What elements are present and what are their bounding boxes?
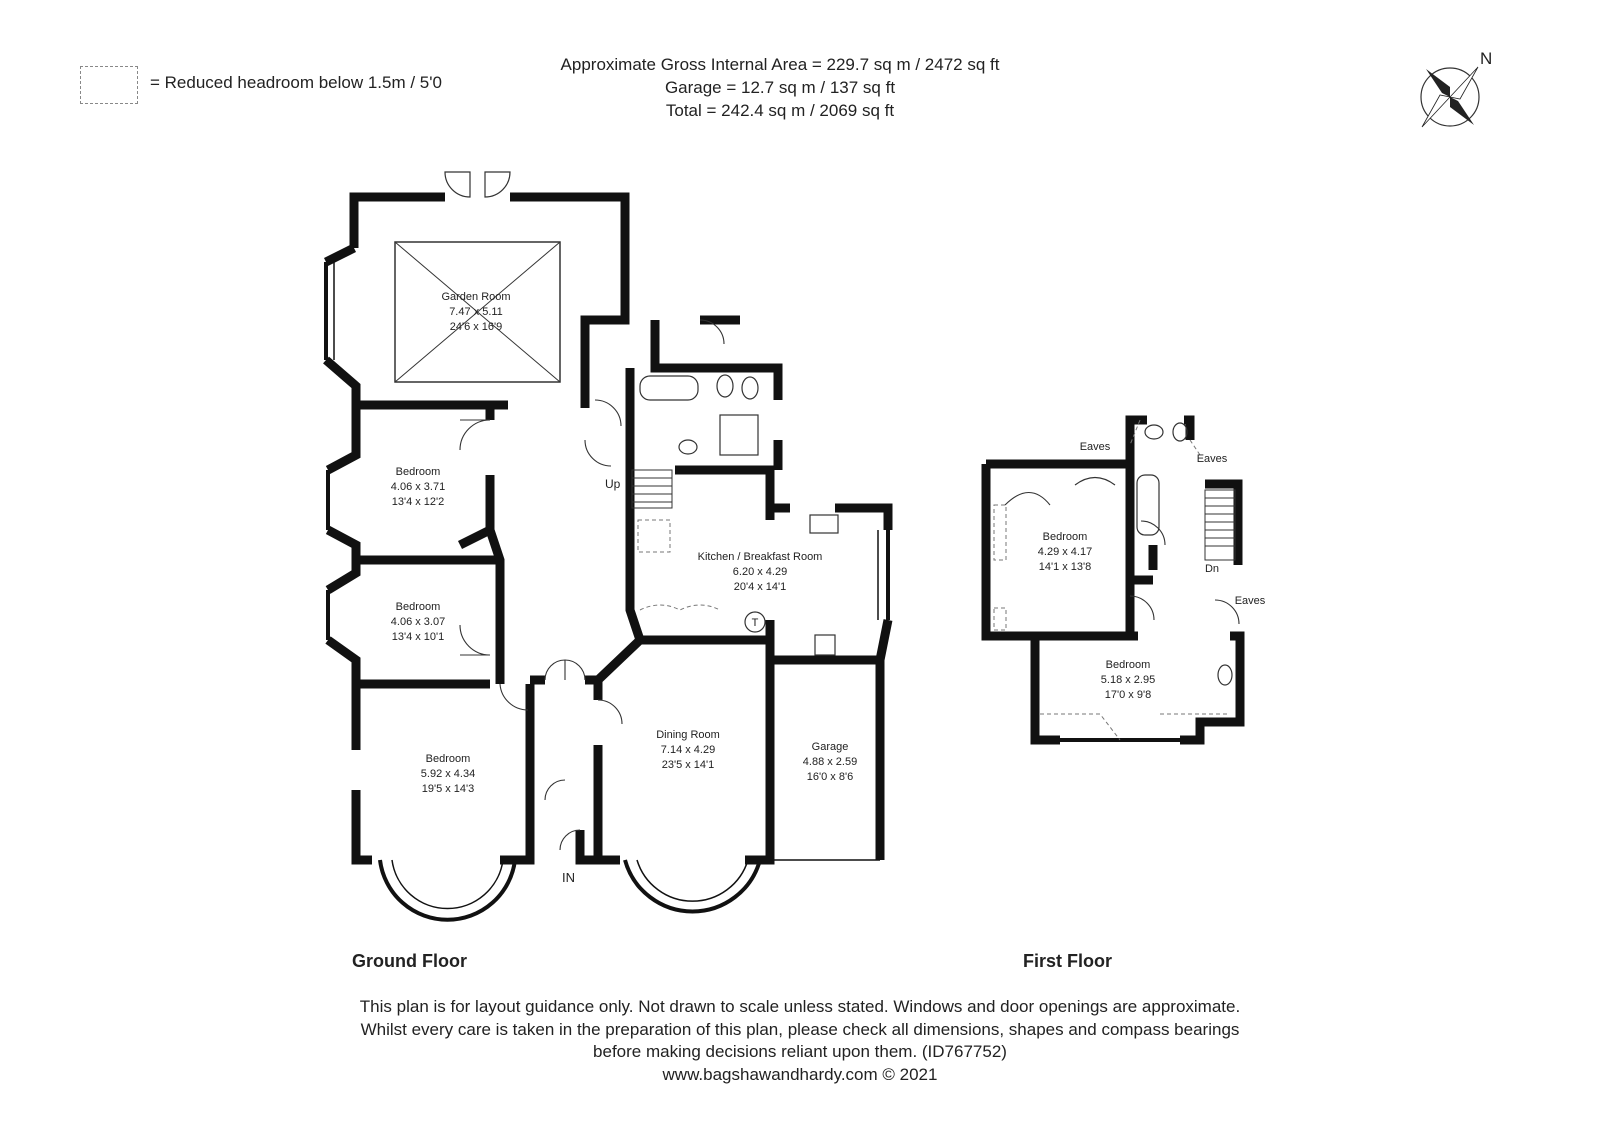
disclaimer-line-2: Whilst every care is taken in the prepar… [360, 1019, 1240, 1039]
garage-metric: 4.88 x 2.59 [803, 756, 857, 768]
first-bedroom-2-name: Bedroom [1106, 659, 1151, 671]
ground-floor-plan: T Garden Room 7.47 x 5.11 24'6 x 16'9 Be… [323, 171, 893, 922]
disclaimer: This plan is for layout guidance only. N… [200, 996, 1400, 1086]
stairs-down-label: Dn [1205, 563, 1219, 575]
bedroom-1-metric: 4.06 x 3.71 [391, 481, 445, 493]
first-bedroom-1-metric: 4.29 x 4.17 [1038, 546, 1092, 558]
stairs-up-label: Up [605, 477, 621, 491]
eaves-label-2: Eaves [1197, 453, 1228, 465]
bedroom-2-name: Bedroom [396, 601, 441, 613]
bedroom-3-imperial: 19'5 x 14'3 [422, 783, 475, 795]
disclaimer-line-3: before making decisions reliant upon the… [593, 1042, 1007, 1061]
first-bedroom-2-metric: 5.18 x 2.95 [1101, 674, 1155, 686]
garage-name: Garage [812, 741, 849, 753]
bedroom-1-name: Bedroom [396, 466, 441, 478]
reduced-headroom-legend-swatch [80, 66, 138, 104]
compass-rose-icon: N [1420, 49, 1492, 128]
dining-room-name: Dining Room [656, 729, 720, 741]
website-copyright: www.bagshawandhardy.com © 2021 [662, 1064, 938, 1084]
first-floor-title: First Floor [1023, 951, 1112, 971]
compass-north-label: N [1480, 49, 1492, 68]
bedroom-3-name: Bedroom [426, 753, 471, 765]
bedroom-2-metric: 4.06 x 3.07 [391, 616, 445, 628]
area-summary: Approximate Gross Internal Area = 229.7 … [500, 53, 1060, 122]
entrance-label: IN [562, 870, 575, 885]
first-bedroom-1-imperial: 14'1 x 13'8 [1039, 561, 1092, 573]
eaves-label-3: Eaves [1235, 595, 1266, 607]
total-area: Total = 242.4 sq m / 2069 sq ft [665, 101, 895, 120]
kitchen-imperial: 20'4 x 14'1 [734, 581, 787, 593]
eaves-label-1: Eaves [1080, 441, 1111, 453]
first-bedroom-2-imperial: 17'0 x 9'8 [1105, 689, 1151, 701]
first-bedroom-1-name: Bedroom [1043, 531, 1088, 543]
garden-room-imperial: 24'6 x 16'9 [450, 321, 503, 333]
bedroom-1-imperial: 13'4 x 12'2 [392, 496, 445, 508]
dining-room-imperial: 23'5 x 14'1 [662, 759, 715, 771]
gross-internal-area: Approximate Gross Internal Area = 229.7 … [560, 55, 1000, 74]
tank-label: T [752, 617, 759, 629]
dining-room-metric: 7.14 x 4.29 [661, 744, 715, 756]
garden-room-metric: 7.47 x 5.11 [449, 306, 503, 318]
bedroom-2-imperial: 13'4 x 10'1 [392, 631, 445, 643]
bedroom-3-metric: 5.92 x 4.34 [421, 768, 475, 780]
first-floor-plan: Bedroom 4.29 x 4.17 14'1 x 13'8 Bedroom … [981, 415, 1266, 745]
ground-floor-title: Ground Floor [352, 951, 467, 971]
disclaimer-line-1: This plan is for layout guidance only. N… [359, 997, 1241, 1016]
garden-room-name: Garden Room [441, 291, 510, 303]
legend-text: = Reduced headroom below 1.5m / 5'0 [150, 73, 442, 92]
garage-area: Garage = 12.7 sq m / 137 sq ft [664, 78, 896, 97]
garage-imperial: 16'0 x 8'6 [807, 771, 853, 783]
kitchen-name: Kitchen / Breakfast Room [698, 551, 823, 563]
kitchen-metric: 6.20 x 4.29 [733, 566, 787, 578]
